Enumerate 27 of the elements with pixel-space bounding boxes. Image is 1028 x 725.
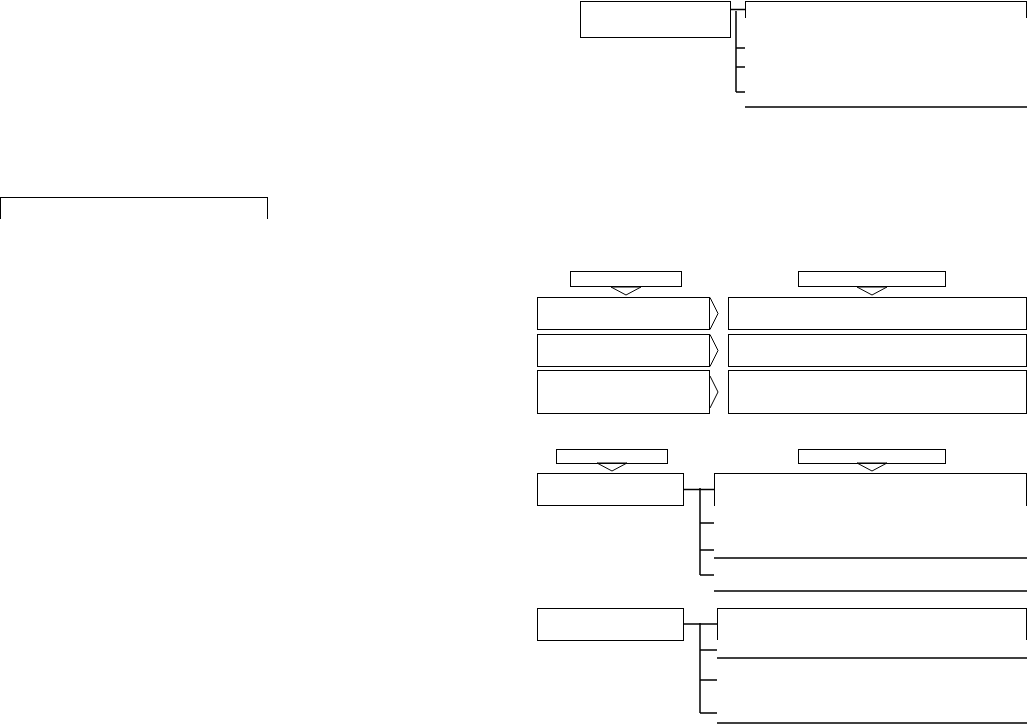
box <box>798 449 946 464</box>
arrow <box>709 297 719 330</box>
box <box>556 449 668 464</box>
box <box>570 271 682 287</box>
box <box>537 473 684 506</box>
arrow <box>856 462 888 472</box>
box <box>537 370 710 414</box>
box <box>537 334 710 367</box>
arrow <box>856 286 888 296</box>
box <box>728 334 1027 367</box>
open-box <box>0 197 268 219</box>
box <box>798 271 946 287</box>
connector-line <box>730 8 746 11</box>
arrow <box>709 334 719 367</box>
box <box>580 1 731 38</box>
open-box <box>745 1 1027 18</box>
box <box>537 297 710 330</box>
connector-line <box>683 623 718 625</box>
arrow <box>610 286 642 296</box>
connector-line <box>683 488 715 491</box>
open-box <box>714 473 1027 506</box>
box <box>728 370 1027 414</box>
box <box>537 608 684 641</box>
box <box>728 297 1027 330</box>
open-box <box>717 608 1027 640</box>
arrow <box>596 462 628 472</box>
arrow <box>709 375 719 409</box>
